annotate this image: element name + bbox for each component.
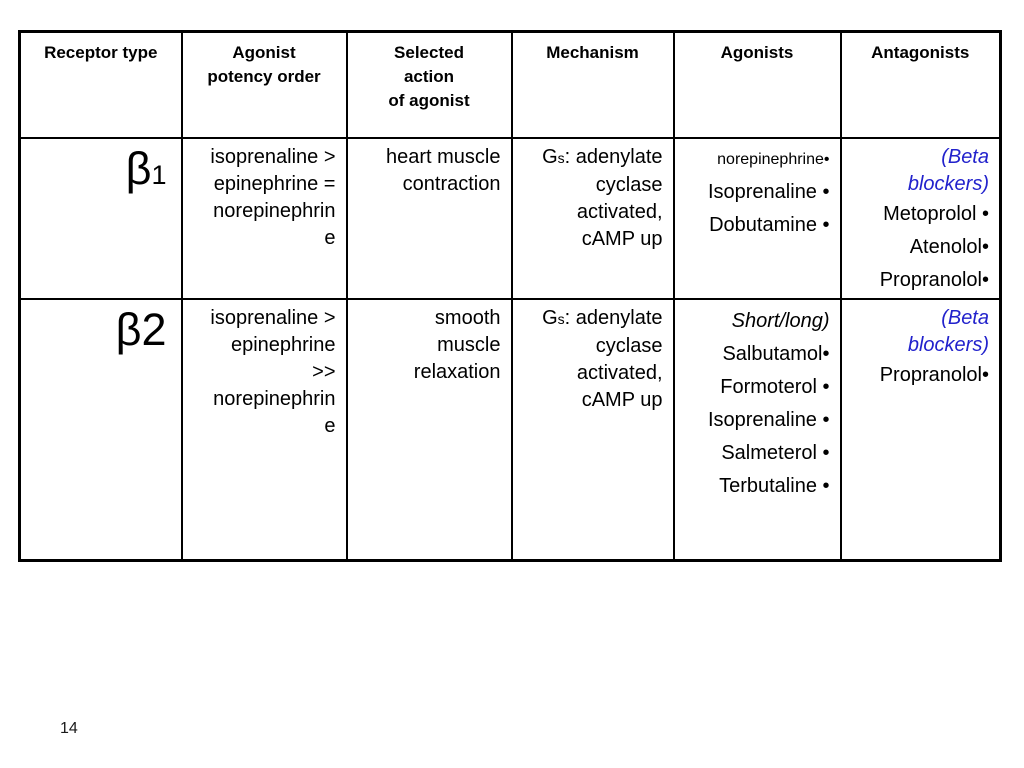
agonist-item: Formoterol • <box>720 375 830 398</box>
beta-blockers-note: (Beta <box>941 145 989 168</box>
text-line: activated, <box>576 361 663 384</box>
antagonist-item: Atenolol• <box>909 235 989 258</box>
mechanism-line: Gs: adenylate <box>517 305 663 333</box>
text-line: relaxation <box>413 360 501 383</box>
agonist-item: Dobutamine • <box>709 213 830 236</box>
header-mechanism: Mechanism <box>510 30 675 139</box>
text-line: epinephrine = <box>213 172 336 195</box>
mechanism-text: : adenylate <box>564 145 663 168</box>
beta-blockers-note: (Beta <box>941 306 989 329</box>
receptor-table: Receptor type Agonist potency order Sele… <box>18 30 1002 562</box>
text-line: smooth <box>434 306 501 329</box>
header-line: potency order <box>207 67 321 86</box>
text-line: muscle <box>437 333 501 356</box>
cell-beta1-potency: isoprenaline > epinephrine = norepinephr… <box>180 136 348 300</box>
cell-beta2-agonists: Short/long) Salbutamol• Formoterol • Iso… <box>672 297 842 562</box>
mechanism-line: Gs: adenylate <box>517 144 663 172</box>
header-line: Agonist <box>232 43 296 62</box>
header-agonists: Agonists <box>672 30 842 139</box>
antagonist-item: Propranolol• <box>879 363 989 386</box>
agonist-item: Isoprenaline • <box>707 180 830 203</box>
text-line: isoprenaline > <box>210 145 336 168</box>
cell-beta1-receptor: β1 <box>18 136 183 300</box>
text-line: >> <box>312 360 336 383</box>
text-line: epinephrine <box>230 333 336 356</box>
header-line: Antagonists <box>871 43 970 62</box>
cell-beta2-mechanism: Gs: adenylate cyclase activated, cAMP up <box>510 297 675 562</box>
header-line: of agonist <box>388 91 470 110</box>
cell-beta1-agonists: norepinephrine• Isoprenaline • Dobutamin… <box>672 136 842 300</box>
text-line: isoprenaline > <box>210 306 336 329</box>
text-line: norepinephrin <box>213 387 336 410</box>
text-line: contraction <box>402 172 501 195</box>
header-line: Receptor type <box>44 43 158 62</box>
receptor-subscript: 1 <box>151 159 167 190</box>
cell-beta2-antagonists: (Beta blockers) Propranolol• <box>839 297 1002 562</box>
header-line: Mechanism <box>546 43 639 62</box>
agonist-item: norepinephrine• <box>717 150 830 168</box>
header-antagonists: Antagonists <box>839 30 1002 139</box>
header-line: Agonists <box>720 43 794 62</box>
agonist-item: Salbutamol• <box>722 342 830 365</box>
mechanism-text: : adenylate <box>564 306 663 329</box>
receptor-symbol: β2 <box>115 303 167 355</box>
header-row: Receptor type Agonist potency order Sele… <box>18 30 1002 139</box>
header-receptor-type: Receptor type <box>18 30 183 139</box>
header-line: action <box>403 67 455 86</box>
text-line: e <box>324 414 336 437</box>
short-long-note: Short/long) <box>731 309 830 332</box>
cell-beta1-action: heart muscle contraction <box>345 136 513 300</box>
cell-beta2-potency: isoprenaline > epinephrine >> norepineph… <box>180 297 348 562</box>
table-row-beta1: β1 isoprenaline > epinephrine = norepine… <box>18 136 1002 300</box>
text-line: activated, <box>576 200 663 223</box>
g-protein-label: G <box>542 306 558 329</box>
antagonist-item: Metoprolol • <box>883 202 989 225</box>
cell-beta1-mechanism: Gs: adenylate cyclase activated, cAMP up <box>510 136 675 300</box>
text-line: e <box>324 226 336 249</box>
g-protein-subscript: s <box>557 149 565 166</box>
g-protein-label: G <box>542 145 558 168</box>
text-line: cAMP up <box>581 388 663 411</box>
agonist-item: Terbutaline • <box>719 474 830 497</box>
table-row-beta2: β2 isoprenaline > epinephrine >> norepin… <box>18 297 1002 562</box>
header-selected-action: Selected action of agonist <box>345 30 513 139</box>
page-number: 14 <box>60 720 78 737</box>
text-line: cAMP up <box>581 227 663 250</box>
header-line: Selected <box>394 43 464 62</box>
text-line: cyclase <box>595 334 663 357</box>
g-protein-subscript: s <box>557 310 565 327</box>
header-agonist-potency: Agonist potency order <box>180 30 348 139</box>
agonist-item: Salmeterol • <box>721 441 830 464</box>
antagonist-item: Propranolol• <box>879 268 989 291</box>
cell-beta2-receptor: β2 <box>18 297 183 562</box>
text-line: heart muscle <box>386 145 501 168</box>
cell-beta1-antagonists: (Beta blockers) Metoprolol • Atenolol• P… <box>839 136 1002 300</box>
receptor-symbol: β <box>125 142 152 194</box>
agonist-item: Isoprenaline • <box>707 408 830 431</box>
text-line: norepinephrin <box>213 199 336 222</box>
beta-blockers-note: blockers) <box>907 172 989 195</box>
cell-beta2-action: smooth muscle relaxation <box>345 297 513 562</box>
beta-blockers-note: blockers) <box>907 333 989 356</box>
text-line: cyclase <box>595 173 663 196</box>
